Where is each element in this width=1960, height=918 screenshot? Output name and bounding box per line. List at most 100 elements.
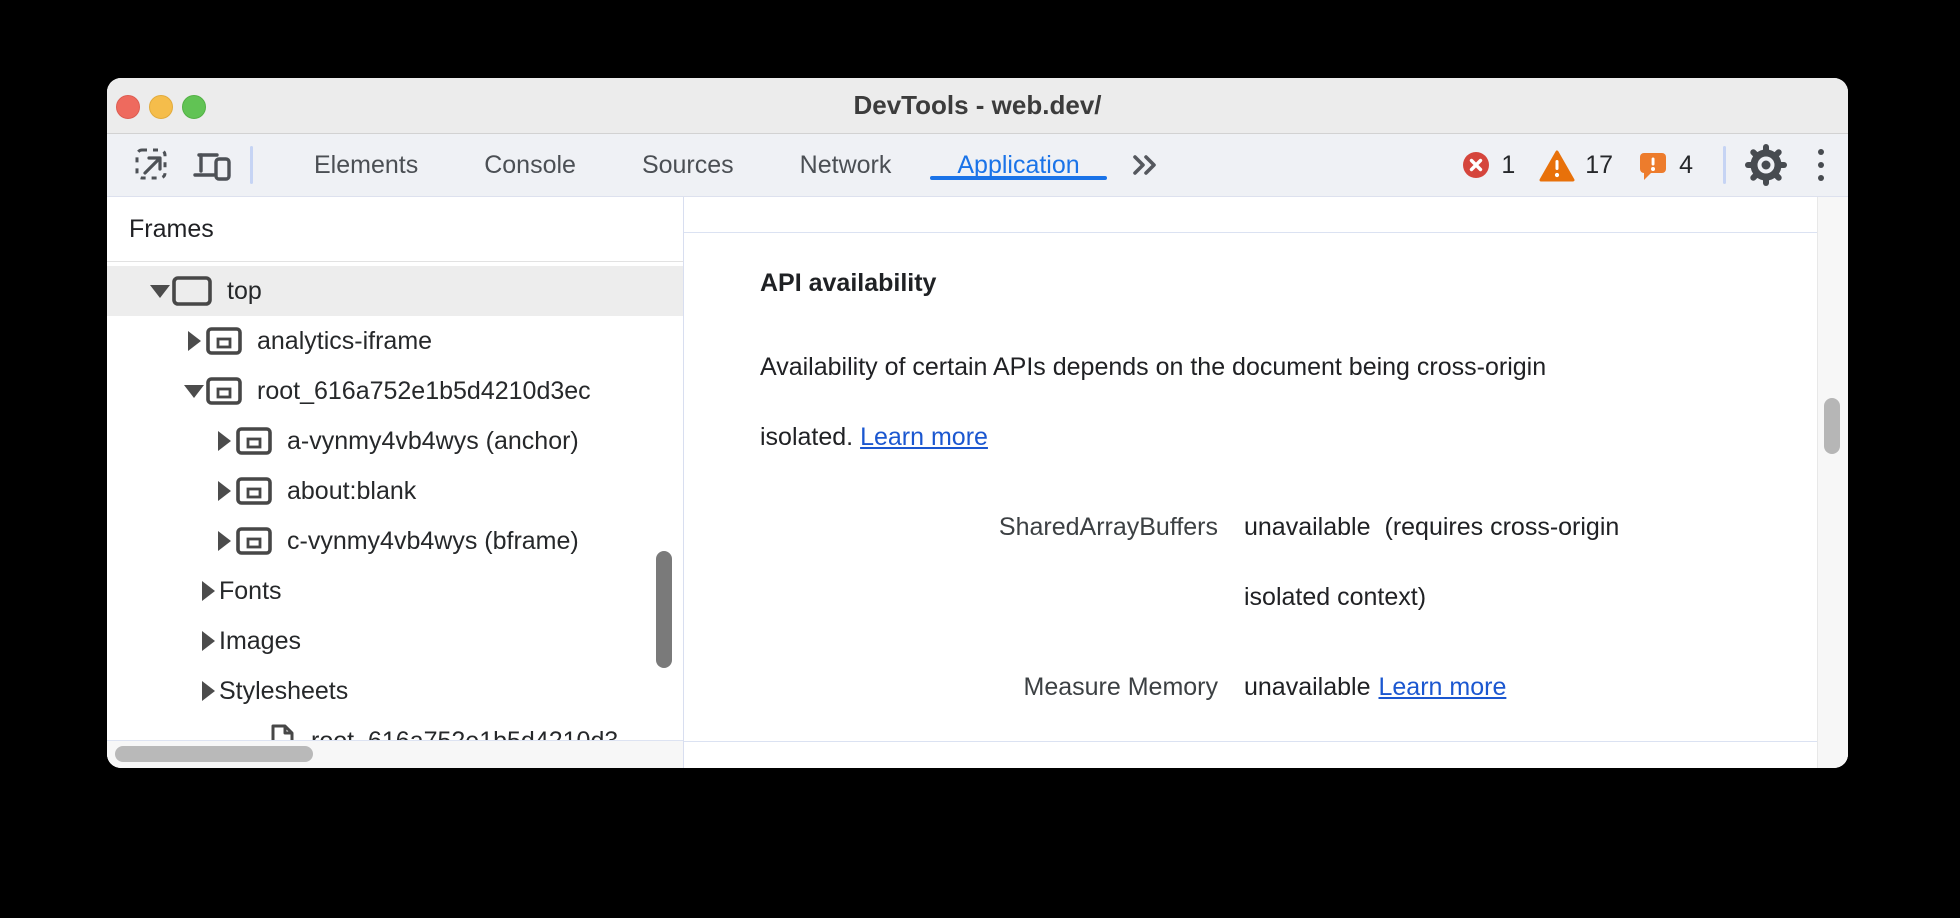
minimize-button[interactable] [149, 95, 173, 119]
sidebar-horizontal-scrollbar-thumb[interactable] [115, 746, 313, 762]
disclosure-triangle [201, 631, 215, 651]
titlebar[interactable]: DevTools - web.dev/ [107, 78, 1848, 134]
tab-elements[interactable]: Elements [281, 151, 451, 180]
toolbar-right-group: 1 17 4 [1461, 134, 1826, 196]
api-status-text: unavailable [1244, 673, 1371, 701]
api-status-text: unavailable [1244, 513, 1371, 541]
disclosure-triangle [217, 481, 231, 501]
chevron-down-icon[interactable] [149, 284, 171, 298]
iframe-icon [235, 425, 273, 457]
tree-item-label: Stylesheets [219, 676, 349, 705]
window-title: DevTools - web.dev/ [853, 90, 1102, 120]
frame-tree-item[interactable]: top [107, 266, 683, 316]
learn-more-link[interactable]: Learn more [860, 423, 988, 451]
error-badge[interactable]: 1 [1461, 150, 1539, 180]
zoom-button[interactable] [182, 95, 206, 119]
more-tabs-icon[interactable] [1127, 149, 1161, 181]
iframe-icon [205, 325, 243, 357]
frames-sidebar: Frames top analytics-iframe root_616a752e1… [107, 197, 684, 768]
tab-application[interactable]: Application [924, 151, 1112, 180]
frame-icon [171, 274, 213, 308]
sidebar-horizontal-scrollbar-track[interactable] [107, 740, 683, 768]
chevron-right-icon[interactable] [213, 531, 235, 551]
frame-tree: top analytics-iframe root_616a752e1b5d4210… [107, 262, 683, 766]
chevron-right-icon[interactable] [197, 581, 219, 601]
api-availability-table: SharedArrayBuffers unavailable (requires c… [760, 492, 1820, 722]
sidebar-vertical-scrollbar[interactable] [656, 551, 672, 668]
more-options-icon[interactable] [1816, 145, 1826, 185]
description-line-1: Availability of certain APIs depends on … [760, 353, 1547, 381]
disclosure-triangle [201, 581, 215, 601]
api-availability-row: SharedArrayBuffers unavailable (requires c… [760, 492, 1820, 632]
tab-label: Network [799, 150, 892, 179]
toolbar-separator [250, 146, 253, 184]
error-icon [1463, 152, 1490, 178]
tree-item-label: top [227, 276, 262, 305]
frames-section-header[interactable]: Frames [107, 197, 683, 262]
frame-tree-item[interactable]: Images [107, 616, 683, 666]
tab-console[interactable]: Console [451, 151, 609, 180]
frame-tree-item[interactable]: Fonts [107, 566, 683, 616]
chevron-right-icon[interactable] [213, 431, 235, 451]
warning-icon [1539, 150, 1575, 181]
disclosure-triangle [150, 284, 170, 298]
device-toolbar-icon[interactable] [192, 147, 232, 183]
issues-icon [1640, 153, 1667, 180]
description-line-2: isolated. Learn more [760, 423, 988, 451]
tree-item-label: Images [219, 626, 301, 655]
api-status-note-continued: isolated context) [1244, 583, 1427, 611]
divider [684, 741, 1818, 742]
api-row-label: SharedArrayBuffers [998, 513, 1218, 541]
panel-scrollbar-gutter [1817, 197, 1848, 768]
frame-details-panel: API availability Availability of certain… [684, 197, 1848, 768]
iframe-icon [235, 475, 273, 507]
devtools-content: Frames top analytics-iframe root_616a752e1… [107, 197, 1848, 768]
devtools-toolbar: Elements Console Sources Network Application… [107, 134, 1848, 197]
chevron-right-icon[interactable] [183, 331, 205, 351]
tab-network[interactable]: Network [767, 151, 925, 180]
api-row-label: Measure Memory [1023, 673, 1219, 701]
issues-badge[interactable]: 4 [1637, 149, 1705, 181]
chevron-right-icon[interactable] [197, 681, 219, 701]
frame-tree-item[interactable]: about:blank [107, 466, 683, 516]
tab-label: Application [957, 150, 1080, 179]
divider [684, 232, 1818, 233]
chevron-right-icon[interactable] [197, 631, 219, 651]
disclosure-triangle [201, 681, 215, 701]
frame-tree-item[interactable]: Stylesheets [107, 666, 683, 716]
active-tab-underline [930, 175, 1107, 180]
issue-count: 4 [1679, 150, 1693, 179]
disclosure-triangle [217, 431, 231, 451]
warning-count: 17 [1585, 150, 1614, 179]
learn-more-link[interactable]: Learn more [1378, 673, 1507, 701]
frame-tree-item[interactable]: analytics-iframe [107, 316, 683, 366]
disclosure-triangle [184, 384, 204, 398]
frame-tree-item[interactable]: c-vynmy4vb4wys (bframe) [107, 516, 683, 566]
settings-gear-icon[interactable] [1744, 143, 1788, 187]
tree-item-label: about:blank [287, 476, 417, 505]
tree-item-label: root_616a752e1b5d4210d3ec [257, 376, 591, 405]
inspect-element-icon[interactable] [134, 147, 170, 183]
api-status-note: (requires cross-origin [1384, 513, 1620, 541]
close-button[interactable] [116, 95, 140, 119]
toolbar-left-group: Elements Console Sources Network Application [107, 146, 1161, 184]
tab-sources[interactable]: Sources [609, 151, 767, 180]
chevron-down-icon[interactable] [183, 384, 205, 398]
frame-tree-item[interactable]: a-vynmy4vb4wys (anchor) [107, 416, 683, 466]
tab-label: Elements [314, 150, 419, 179]
frame-tree-item[interactable]: root_616a752e1b5d4210d3ec [107, 366, 683, 416]
iframe-icon [235, 525, 273, 557]
panel-vertical-scrollbar-thumb[interactable] [1824, 398, 1840, 454]
devtools-window: DevTools - web.dev/ [107, 78, 1848, 768]
tab-label: Sources [641, 150, 734, 179]
tree-item-label: analytics-iframe [257, 326, 433, 355]
api-availability-description: Availability of certain APIs depends on … [760, 332, 1770, 472]
traffic-lights [116, 95, 206, 119]
warning-badge[interactable]: 17 [1539, 149, 1637, 182]
error-count: 1 [1501, 150, 1516, 179]
toolbar-separator [1723, 146, 1726, 184]
chevron-right-icon[interactable] [213, 481, 235, 501]
disclosure-triangle [187, 331, 201, 351]
